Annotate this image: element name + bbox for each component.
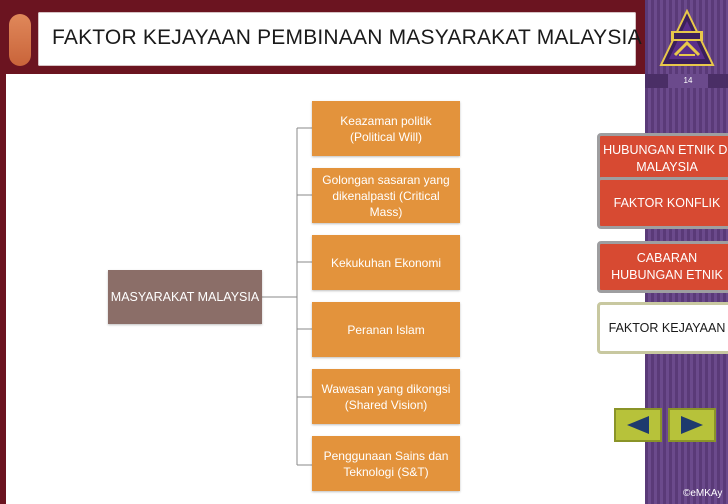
sidebar-button-hubungan-etnik[interactable]: HUBUNGAN ETNIK DI MALAYSIA xyxy=(597,133,728,185)
title-box xyxy=(38,12,636,66)
page-number: 14 xyxy=(668,74,708,88)
copyright-text: ©eMKAy xyxy=(683,488,723,499)
logo-icon xyxy=(659,9,715,66)
node-critical-mass: Golongan sasaran yang dikenalpasti (Crit… xyxy=(312,168,460,223)
root-node: MASYARAKAT MALAYSIA xyxy=(108,270,262,324)
next-button[interactable] xyxy=(668,408,716,442)
left-triangle-icon xyxy=(627,416,649,434)
sidebar-button-faktor-konflik[interactable]: FAKTOR KONFLIK xyxy=(597,177,728,229)
prev-button[interactable] xyxy=(614,408,662,442)
node-islam: Peranan Islam xyxy=(312,302,460,357)
title-accent xyxy=(9,14,31,66)
sidebar-button-faktor-kejayaan[interactable]: FAKTOR KEJAYAAN xyxy=(597,302,728,354)
left-frame xyxy=(0,0,6,504)
node-shared-vision: Wawasan yang dikongsi (Shared Vision) xyxy=(312,369,460,424)
node-economy: Kekukuhan Ekonomi xyxy=(312,235,460,290)
right-triangle-icon xyxy=(681,416,703,434)
sidebar-button-cabaran[interactable]: CABARAN HUBUNGAN ETNIK xyxy=(597,241,728,293)
logo xyxy=(655,8,719,68)
node-science-technology: Penggunaan Sains dan Teknologi (S&T) xyxy=(312,436,460,491)
slide-title: FAKTOR KEJAYAAN PEMBINAAN MASYARAKAT MAL… xyxy=(52,26,642,49)
node-political-will: Keazaman politik (Political Will) xyxy=(312,101,460,156)
